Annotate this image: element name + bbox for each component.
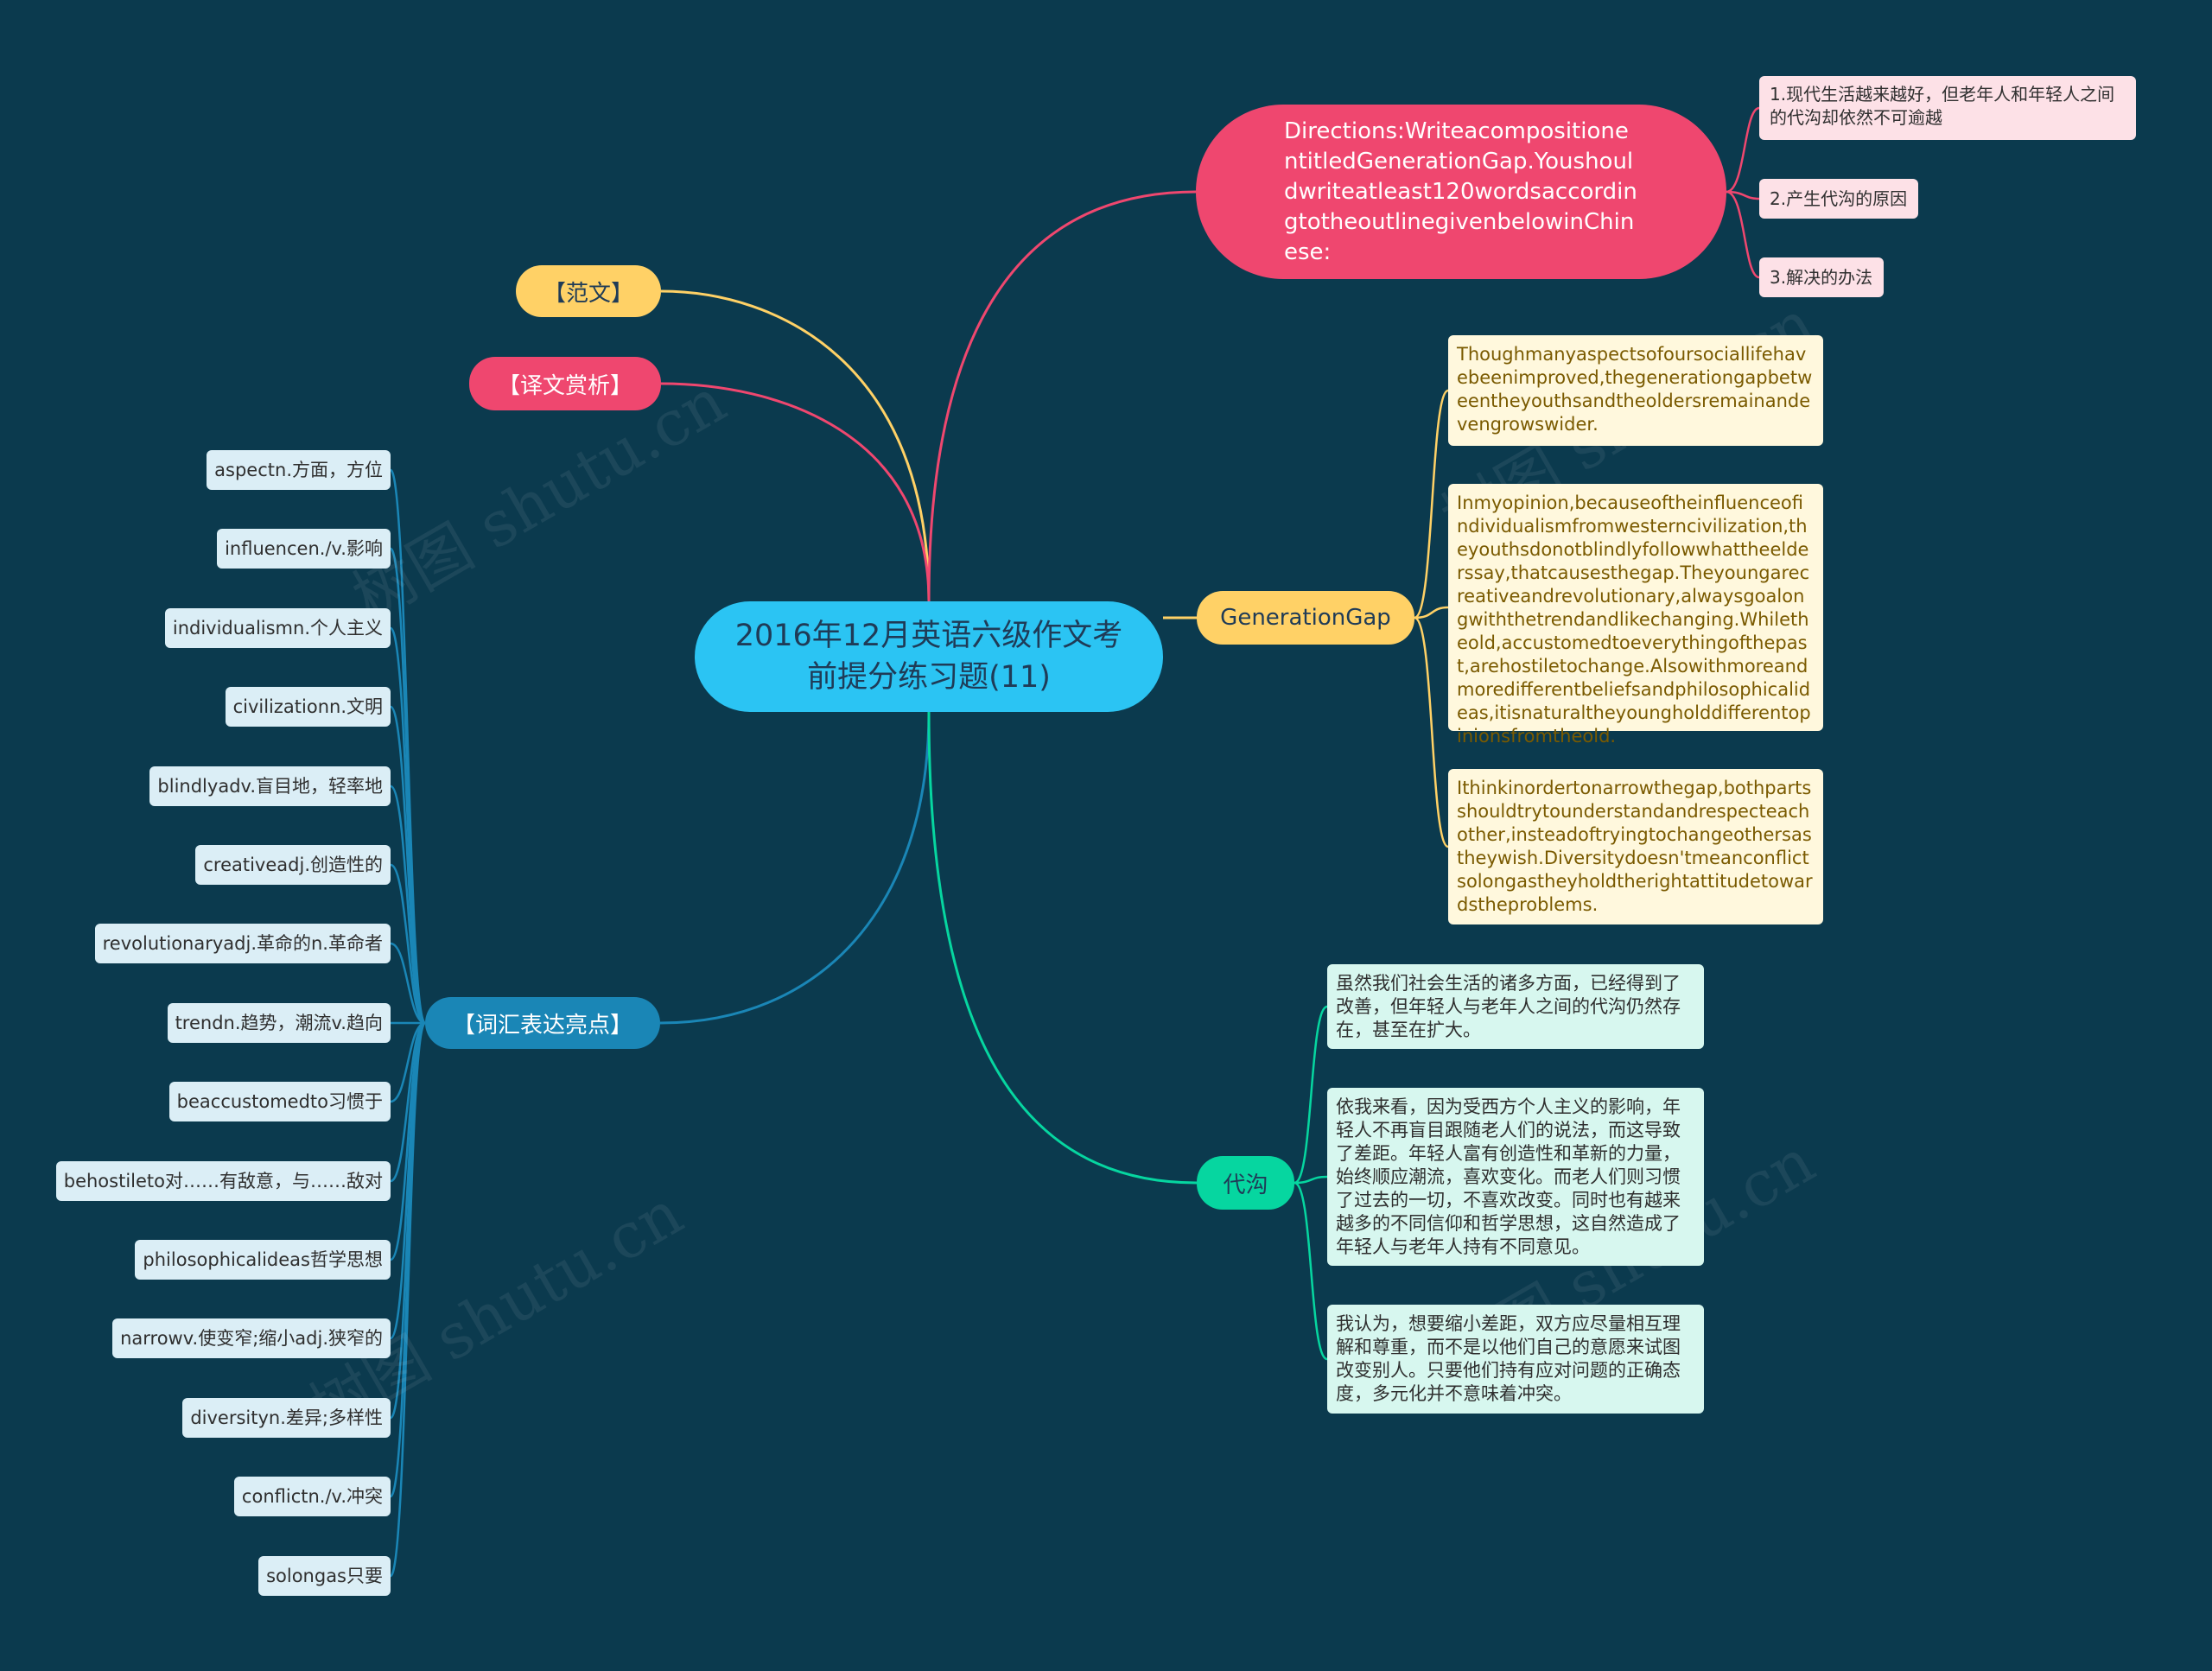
outline-item[interactable]: 3.解决的办法 [1759,257,1884,297]
vocab-item[interactable]: civilizationn.文明 [225,687,391,727]
vocab-item[interactable]: trendn.趋势，潮流v.趋向 [167,1003,391,1043]
essay-cn-paragraph[interactable]: 我认为，想要缩小差距，双方应尽量相互理解和尊重，而不是以他们自己的意愿来试图改变… [1327,1305,1704,1414]
vocab-item[interactable]: philosophicalideas哲学思想 [135,1240,391,1280]
link-vocab [390,1021,426,1103]
outline-item[interactable]: 2.产生代沟的原因 [1759,179,1918,219]
link-vocab [390,863,426,1025]
outline-item[interactable]: 1.现代生活越来越好，但老年人和年轻人之间的代沟却依然不可逾越 [1759,76,2136,140]
vocab-item[interactable]: diversityn.差异;多样性 [182,1398,391,1438]
branch-daigou[interactable]: 代沟 [1197,1156,1294,1210]
link-vocab [389,785,427,1025]
link-fanwen [660,289,931,602]
central-topic[interactable]: 2016年12月英语六级作文考前提分练习题(11) [695,601,1163,712]
vocab-item[interactable]: blindlyadv.盲目地，轻率地 [149,766,391,806]
link-cihui [659,711,931,1025]
essay-en-paragraph[interactable]: Inmyopinion,becauseoftheinfluenceofindiv… [1448,484,1823,747]
vocab-item[interactable]: aspectn.方面，方位 [207,450,391,490]
link-directions [927,190,1197,602]
link-vocab [389,626,427,1025]
branch-fanwen[interactable]: 【范文】 [516,265,661,317]
branch-cihui[interactable]: 【词汇表达亮点】 [425,997,660,1049]
vocab-item[interactable]: beaccustomedto习惯于 [168,1082,391,1121]
link-yiwen [660,382,931,602]
essay-en-paragraph[interactable]: Ithinkinordertonarrowthegap,bothpartssho… [1448,769,1823,924]
vocab-item[interactable]: solongas只要 [258,1556,391,1596]
branch-yiwen[interactable]: 【译文赏析】 [469,357,661,410]
vocab-item[interactable]: behostileto对……有敌意，与……敌对 [55,1161,391,1201]
vocab-item[interactable]: revolutionaryadj.革命的n.革命者 [94,924,391,963]
essay-cn-paragraph[interactable]: 依我来看，因为受西方个人主义的影响，年轻人不再盲目跟随老人们的说法，而这导致了差… [1327,1088,1704,1266]
essay-en-paragraph[interactable]: Thoughmanyaspectsofoursociallifehavebeen… [1448,335,1823,446]
vocab-item[interactable]: influencen./v.影响 [217,529,391,569]
branch-directions[interactable]: Directions:WriteacompositionentitledGene… [1196,105,1726,279]
link-vocab [390,942,426,1025]
vocab-item[interactable]: creativeadj.创造性的 [195,845,391,885]
vocab-item[interactable]: individualismn.个人主义 [164,608,391,648]
vocab-item[interactable]: conflictn./v.冲突 [233,1477,391,1516]
link-daigou [927,711,1198,1185]
vocab-item[interactable]: narrowv.使变窄;缩小adj.狭窄的 [112,1318,391,1358]
essay-cn-paragraph[interactable]: 虽然我们社会生活的诸多方面，已经得到了改善，但年轻人与老年人之间的代沟仍然存在，… [1327,964,1704,1049]
branch-generation-gap[interactable]: GenerationGap [1197,591,1414,645]
link-vocab [389,1021,427,1578]
